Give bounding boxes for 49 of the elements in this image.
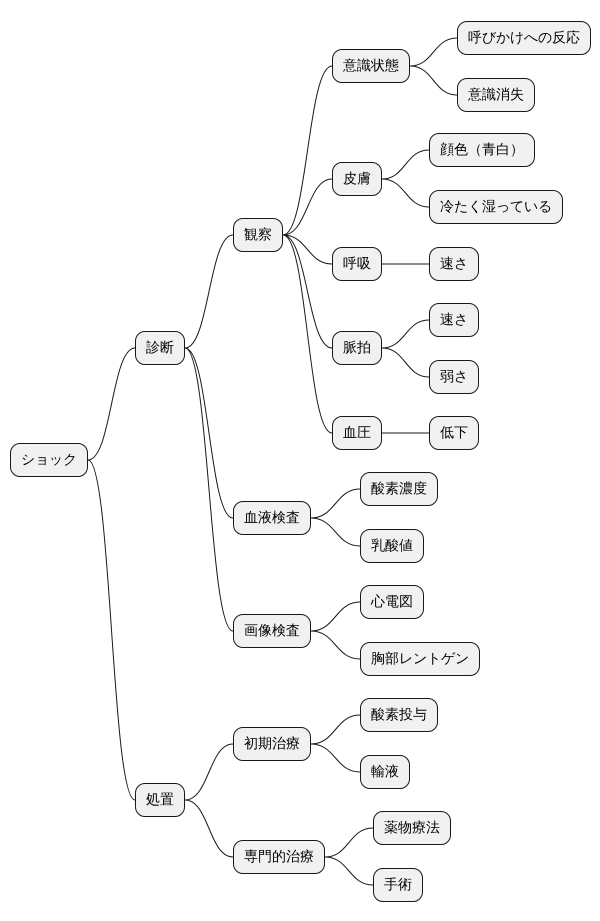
topic-node: 専門的治療 [233, 840, 325, 874]
topic-node: 観察 [233, 218, 283, 252]
topic-node: 呼吸 [332, 247, 382, 281]
topic-node: 血液検査 [233, 501, 311, 535]
topic-node: 手術 [373, 868, 423, 902]
connector-line [410, 66, 458, 96]
connector-line [310, 630, 360, 660]
topic-node: 顔色（青白） [429, 133, 535, 167]
connector-line [382, 178, 430, 208]
topic-node: 速さ [429, 303, 479, 337]
connector-line [184, 744, 234, 800]
topic-node: 意識消失 [457, 78, 535, 112]
topic-node: 酸素濃度 [360, 472, 438, 506]
topic-node: 心電図 [360, 585, 424, 619]
topic-node: 輸液 [360, 755, 410, 789]
topic-node: 低下 [429, 416, 479, 450]
connector-line [310, 744, 360, 772]
topic-node: 速さ [429, 247, 479, 281]
topic-node: 皮膚 [332, 162, 382, 196]
topic-node: 診断 [135, 331, 185, 365]
topic-node: 弱さ [429, 360, 479, 394]
topic-node: 酸素投与 [360, 698, 438, 732]
topic-node: 胸部レントゲン [360, 642, 480, 676]
topic-node: 呼びかけへの反応 [457, 21, 591, 55]
connector-line [310, 518, 360, 546]
connector-line [282, 234, 332, 348]
topic-node: 意識状態 [332, 49, 410, 83]
connector-line [282, 234, 332, 264]
connector-line [282, 178, 332, 236]
topic-node: 初期治療 [233, 727, 311, 761]
connector-line [184, 348, 234, 632]
topic-node: 画像検査 [233, 614, 311, 648]
topic-node: 乳酸値 [360, 529, 424, 563]
connector-line [282, 234, 332, 434]
connector-line [184, 234, 234, 348]
topic-node: 冷たく湿っている [429, 190, 563, 224]
topic-node: 血圧 [332, 416, 382, 450]
connector-line [184, 800, 234, 858]
topic-node: ショック [10, 443, 88, 477]
topic-node: 薬物療法 [373, 811, 451, 845]
connector-line [382, 348, 430, 378]
connector-line [382, 432, 430, 434]
topic-node: 脈拍 [332, 331, 382, 365]
topic-node: 処置 [135, 783, 185, 817]
connector-line [282, 66, 332, 236]
connector-line [184, 348, 234, 518]
connector-line [88, 460, 136, 800]
connector-line [324, 856, 374, 886]
connector-line [88, 348, 136, 460]
